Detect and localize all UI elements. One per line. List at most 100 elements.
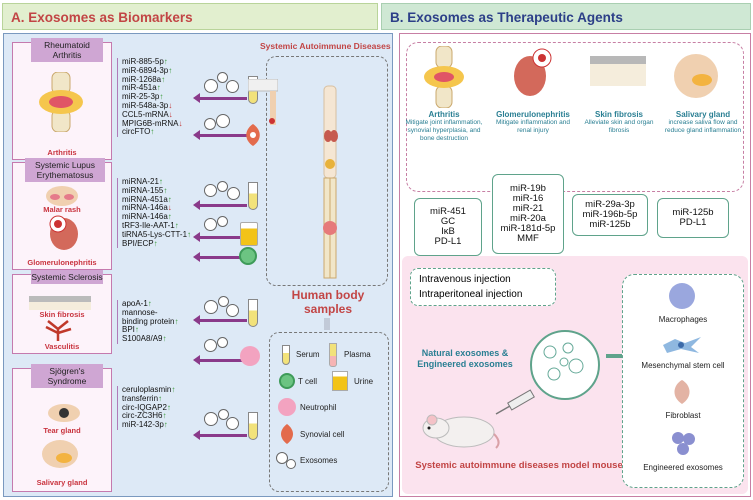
arrow-ssc-1 — [193, 315, 247, 325]
fibroblast-icon — [669, 379, 695, 405]
exosome-magnifier — [530, 330, 600, 400]
cell-engineered: Engineered exosomes — [643, 463, 723, 472]
down-arrow-icon: ↓ — [167, 203, 172, 213]
target-skin-name: Skin fibrosis — [594, 110, 643, 119]
marker-name: apoA-1 — [122, 299, 148, 308]
marker-name: miRNA-146a — [122, 212, 168, 222]
arrow-ra-1 — [193, 93, 247, 103]
marker-name: S100A8/A9 — [122, 334, 163, 344]
arrow-sle-3 — [193, 252, 247, 262]
down-arrow-icon: ↓ — [178, 118, 183, 128]
up-arrow-icon: ↑ — [174, 316, 179, 326]
sle-sub-2: Glomerulonephritis — [27, 258, 97, 267]
sle-sub-1: Malar rash — [43, 205, 81, 214]
marker-row: miRNA-21↑ — [122, 177, 191, 187]
marker-name: miR-25-3p — [122, 92, 160, 102]
ssc-box — [12, 274, 112, 354]
down-arrow-icon: ↓ — [168, 109, 173, 119]
marker-name: transferrin — [122, 393, 159, 403]
marker-name: miR-6894-3p — [122, 65, 169, 75]
up-arrow-icon: ↑ — [166, 402, 171, 412]
marker-row: miRNA-146a↓ — [122, 203, 191, 213]
up-arrow-icon: ↑ — [163, 185, 168, 195]
therapy-item: miR-125b — [589, 219, 631, 230]
marker-name: miRNA-451a — [122, 194, 168, 204]
cell-source-frame: Macrophages Mesenchymal stem cell Fibrob… — [622, 274, 744, 488]
therapy-item: miR-16 — [512, 193, 544, 204]
injection-iv: Intravenous injection — [419, 274, 511, 285]
serum-tube-icon-4 — [248, 412, 258, 440]
syringe-icon — [494, 388, 538, 418]
skin-layer-icon — [29, 296, 91, 310]
legend-plasma: Plasma — [344, 350, 371, 359]
therapeutic-panel: Arthritis Mitigate joint inflammation, s… — [399, 33, 751, 497]
up-arrow-icon: ↑ — [161, 74, 166, 84]
marker-row: S100A8/A9↑ — [122, 334, 178, 344]
arrow-ssc-2 — [193, 355, 247, 365]
kidney-target-icon — [508, 46, 556, 102]
legend-neutrophil: Neutrophil — [300, 403, 337, 412]
marker-row: apoA-1↑ — [122, 299, 178, 309]
urine-legend-icon — [332, 371, 348, 391]
marker-row: miR-6894-3p↑ — [122, 65, 182, 76]
vessel-icon — [38, 319, 78, 341]
marker-row: tiRNA5-Lys-CTT-1↑ — [122, 229, 192, 240]
down-arrow — [324, 318, 330, 330]
marker-row: miR-25-3p↑ — [122, 92, 182, 102]
serum-tube-icon-3 — [248, 299, 258, 327]
salivary-gland-icon — [38, 436, 82, 474]
marker-row: MPIG6B-mRNA↓ — [122, 118, 183, 129]
marker-name: miRNA-155 — [122, 185, 164, 195]
plasma-legend-icon — [329, 343, 337, 367]
up-arrow-icon: ↑ — [162, 411, 167, 421]
arthritis-joint-icon — [420, 45, 468, 109]
up-arrow-icon: ↑ — [147, 299, 152, 308]
knee-joint-icon — [32, 71, 90, 133]
marker-name: BPI/ECP — [122, 238, 154, 248]
kidney-icon — [44, 214, 84, 252]
marker-row: miR-451a↑ — [122, 83, 182, 93]
up-arrow-icon: ↑ — [158, 177, 163, 186]
marker-name: circ-IQGAP2 — [122, 402, 167, 412]
human-body-samples-label: Human body samples — [291, 288, 365, 316]
up-arrow-icon: ↑ — [167, 194, 172, 204]
target-arthritis-desc: Mitigate joint inflammation, synovial hy… — [405, 119, 483, 142]
injection-box: Intravenous injection Intraperitoneal in… — [410, 268, 556, 306]
therapy-item: miR-196b-5p — [582, 209, 638, 220]
marker-name: miR-142-3p — [122, 420, 164, 430]
marker-name: circ-ZC3H6 — [122, 411, 163, 421]
macrophage-icon — [669, 283, 695, 309]
up-arrow-icon: ↑ — [150, 127, 155, 137]
ssc-markers: apoA-1↑mannose-binding protein↑BPI↑S100A… — [117, 299, 179, 344]
salivary-target-icon — [672, 46, 724, 102]
therapy-item: miR-21 — [512, 203, 544, 214]
up-arrow-icon: ↑ — [134, 325, 139, 335]
ra-title: Rheumatoid Arthritis — [31, 38, 103, 62]
marker-row: circ-ZC3H6↑ — [122, 411, 175, 421]
marker-name: miRNA-21 — [122, 177, 159, 186]
serum-legend-icon — [282, 345, 290, 365]
mouse-label: Systemic autoimmune diseases model mouse — [415, 460, 623, 471]
marker-row: CCL5-mRNA↓ — [122, 109, 182, 120]
synovial-cell-icon — [244, 124, 262, 146]
therapy-item: PD-L1 — [679, 217, 707, 228]
ra-sub: Arthritis — [47, 148, 77, 157]
marker-row: mannose- — [122, 308, 178, 318]
therapy-item: miR-19b — [510, 183, 546, 194]
ss-sub-1: Tear gland — [43, 426, 81, 435]
marker-name: binding protein — [122, 316, 175, 326]
marker-name: miR-451a — [122, 83, 157, 93]
marker-row: miR-1268a↑ — [122, 74, 182, 85]
header-b: B. Exosomes as Therapeutic Agents — [381, 3, 751, 30]
marker-name: ceruloplasmin — [122, 385, 172, 394]
therapy-item: MMF — [517, 233, 539, 244]
natural-engineered-label: Natural exosomes & Engineered exosomes — [417, 348, 513, 369]
urine-cup-icon — [240, 222, 258, 246]
neutrophil-icon — [240, 346, 260, 366]
up-arrow-icon: ↑ — [187, 229, 192, 239]
cell-msc: Mesenchymal stem cell — [641, 361, 725, 370]
ss-markers: ceruloplasmin↑transferrin↑circ-IQGAP2↑ci… — [117, 385, 175, 430]
therapy-item: miR-20a — [510, 213, 546, 224]
target-glomerulo-name: Glomerulonephritis — [496, 110, 570, 119]
